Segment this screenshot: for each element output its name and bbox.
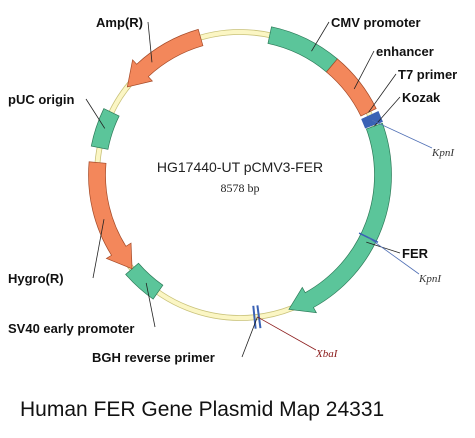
feature-arc-sv40 — [125, 262, 164, 300]
site-label-kpn1: KpnI — [431, 147, 455, 159]
label-fer: FER — [402, 246, 429, 261]
leader-amp — [147, 21, 153, 63]
leader-kozak — [374, 96, 401, 127]
feature-arc-fer — [288, 122, 392, 314]
plasmid-size: 8578 bp — [221, 181, 260, 195]
feature-arc-hygro — [88, 161, 133, 270]
leader-sv40 — [145, 282, 156, 328]
label-amp: Amp(R) — [96, 15, 143, 30]
leader-enhancer — [353, 50, 375, 90]
site-label-kpn2: KpnI — [418, 273, 442, 285]
site-label-xba1: XbaI — [315, 348, 339, 360]
leader-puc — [85, 98, 106, 129]
label-cmv-promoter: CMV promoter — [331, 15, 421, 30]
site-line-xba1 — [257, 316, 317, 351]
leader-fer — [366, 241, 401, 254]
feature-arc-cmv — [267, 26, 338, 73]
feature-arc-puc — [90, 108, 120, 150]
leader-t7 — [368, 73, 397, 113]
leader-bgh — [241, 316, 258, 358]
figure-caption: Human FER Gene Plasmid Map 24331 — [20, 398, 385, 421]
label-bgh: BGH reverse primer — [92, 350, 215, 365]
bgh-marker-line-1 — [256, 305, 262, 329]
restriction-site-lines — [257, 119, 433, 351]
bgh-marker-line-2 — [252, 305, 257, 329]
label-kozak: Kozak — [402, 90, 441, 105]
site-line-kpn1 — [371, 119, 433, 149]
label-t7-primer: T7 primer — [398, 67, 457, 82]
kpn2-marker — [358, 232, 379, 244]
label-enhancer: enhancer — [376, 44, 434, 59]
leader-lines — [85, 21, 401, 358]
leader-cmv — [311, 21, 330, 52]
leader-hygro — [92, 219, 105, 279]
site-line-kpn2 — [368, 237, 420, 275]
feature-arc-amp — [126, 28, 204, 88]
feature-arc-enh — [325, 58, 377, 117]
label-puc-origin: pUC origin — [8, 92, 74, 107]
label-sv40: SV40 early promoter — [8, 321, 134, 336]
kozak-t7-marker — [361, 111, 383, 129]
feature-arcs — [88, 26, 392, 329]
label-hygro: Hygro(R) — [8, 271, 64, 286]
plasmid-name: HG17440-UT pCMV3-FER — [157, 159, 323, 175]
